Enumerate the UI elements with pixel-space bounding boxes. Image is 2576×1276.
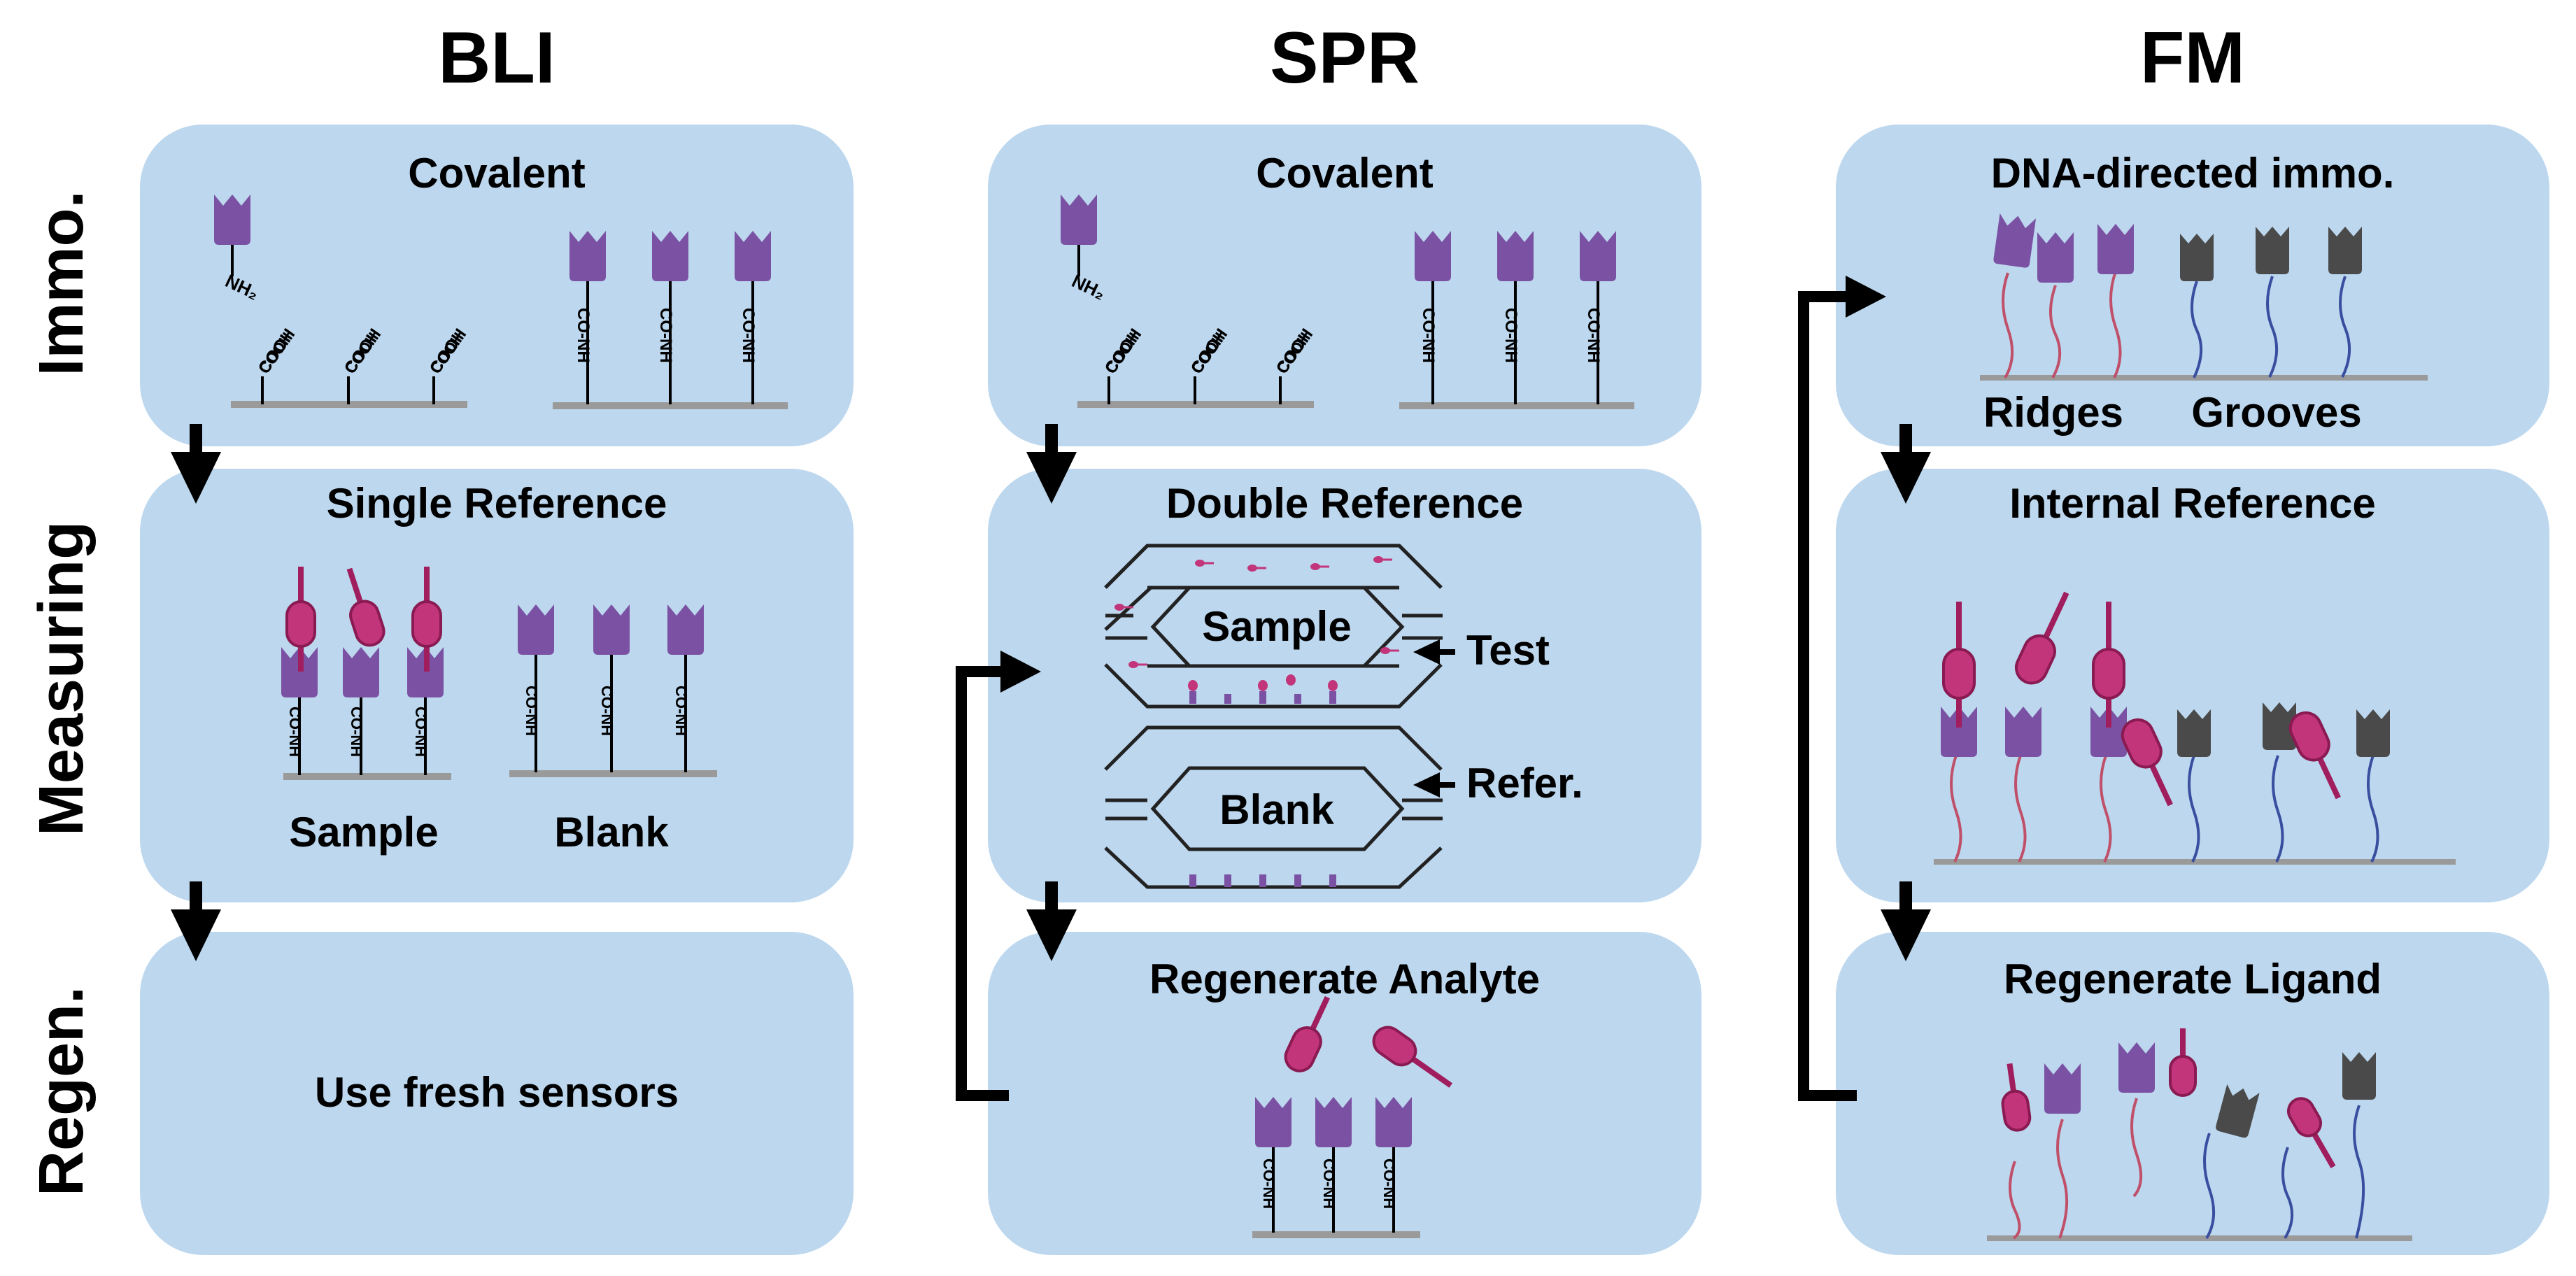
spr-loop-arrow-icon	[956, 651, 1041, 1101]
grooves-label: Grooves	[2191, 389, 2361, 436]
column-header-spr: SPR	[1270, 17, 1420, 99]
panel-fm-regen	[1836, 932, 2549, 1255]
spr-refer-label: Refer.	[1466, 760, 1583, 807]
spr-flow-cell-illustration	[1104, 544, 1443, 889]
panel-spr-measuring	[988, 469, 1701, 902]
spr-test-label: Test	[1466, 627, 1550, 674]
fm-immo-illustration: Ridges Grooves	[1980, 213, 2428, 436]
panel-fm-measuring	[1836, 469, 2549, 902]
conh-label: CO-NH	[348, 707, 365, 757]
ligand-with-analyte	[281, 567, 318, 775]
coupled-ligand-icon	[569, 231, 606, 404]
spr-sample-label: Sample	[1202, 603, 1351, 650]
down-arrow-icon	[1881, 424, 1931, 504]
fm-measure-illustration	[1934, 591, 2456, 865]
test-arrow-icon	[1413, 639, 1455, 665]
conh-label: CO-NH	[1584, 308, 1603, 363]
bli-measure-illustration: CO-NH CO-NH CO-NH CO-NH CO-NH CO-NH Samp…	[281, 567, 717, 856]
conh-label: CO-NH	[412, 707, 430, 757]
refer-arrow-icon	[1413, 772, 1455, 798]
spr-measure-title: Double Reference	[1166, 480, 1523, 527]
blank-ligand-icon	[593, 604, 630, 772]
down-arrow-icon	[171, 424, 221, 504]
conh-label: CO-NH	[598, 686, 616, 736]
conh-label: CO-NH	[1380, 1158, 1398, 1209]
fm-measure-title: Internal Reference	[2009, 480, 2376, 527]
conh-label: CO-NH	[286, 707, 304, 757]
conh-label: CO-NH	[739, 308, 758, 363]
spr-regen-title: Regenerate Analyte	[1149, 956, 1540, 1002]
down-arrow-icon	[1026, 424, 1077, 504]
panel-bli-measuring	[140, 469, 854, 902]
fm-immo-title: DNA-directed immo.	[1991, 150, 2395, 197]
ligand-with-analyte	[407, 567, 444, 775]
row-header-measuring: Measuring	[27, 521, 97, 836]
bli-sample-label: Sample	[289, 809, 438, 856]
test-channel-outline	[1147, 586, 1405, 668]
down-arrow-icon	[1881, 881, 1931, 961]
down-arrow-icon	[171, 881, 221, 961]
down-arrow-icon	[1026, 881, 1077, 961]
conh-label: CO-NH	[1320, 1158, 1338, 1209]
panel-bli-regen	[140, 932, 854, 1255]
bli-regen-text: Use fresh sensors	[315, 1069, 679, 1116]
fm-regen-title: Regenerate Ligand	[2004, 956, 2382, 1002]
conh-label: CO-NH	[1260, 1158, 1278, 1209]
spr-immo-title: Covalent	[1256, 150, 1433, 197]
blank-channel-outline	[1150, 766, 1405, 851]
row-header-regen: Regen.	[27, 986, 97, 1196]
panel-spr-regen	[988, 932, 1701, 1255]
spr-blank-label: Blank	[1219, 786, 1334, 833]
ridges-label: Ridges	[1983, 389, 2123, 436]
spr-regen-illustration: CO-NH CO-NH CO-NH	[1252, 995, 1453, 1238]
ligand-with-analyte	[343, 567, 385, 775]
conh-label: CO-NH	[1501, 308, 1520, 363]
conh-label: CO-NH	[523, 686, 540, 736]
fm-loop-arrow-icon	[1798, 276, 1886, 1101]
bli-immo-title: Covalent	[408, 150, 585, 197]
panel-spr-immo	[988, 125, 1701, 446]
bli-measure-title: Single Reference	[327, 480, 667, 527]
fm-regen-illustration	[1987, 1028, 2412, 1241]
spr-analytes	[1113, 555, 1401, 887]
row-header-immo: Immo.	[27, 190, 97, 376]
coupled-ligand-icon	[652, 231, 688, 404]
panel-fm-immo	[1836, 125, 2549, 446]
conh-label: CO-NH	[656, 308, 675, 363]
blank-ligand-icon	[518, 604, 554, 772]
blank-ligand-icon	[667, 604, 704, 772]
conh-label: CO-NH	[1419, 308, 1438, 363]
column-header-bli: BLI	[438, 17, 555, 99]
conh-label: CO-NH	[574, 308, 593, 363]
bli-blank-label: Blank	[554, 809, 669, 856]
conh-label: CO-NH	[672, 686, 690, 736]
column-header-fm: FM	[2140, 17, 2245, 99]
panel-bli-immo	[140, 125, 854, 446]
coupled-ligand-icon	[735, 231, 771, 404]
